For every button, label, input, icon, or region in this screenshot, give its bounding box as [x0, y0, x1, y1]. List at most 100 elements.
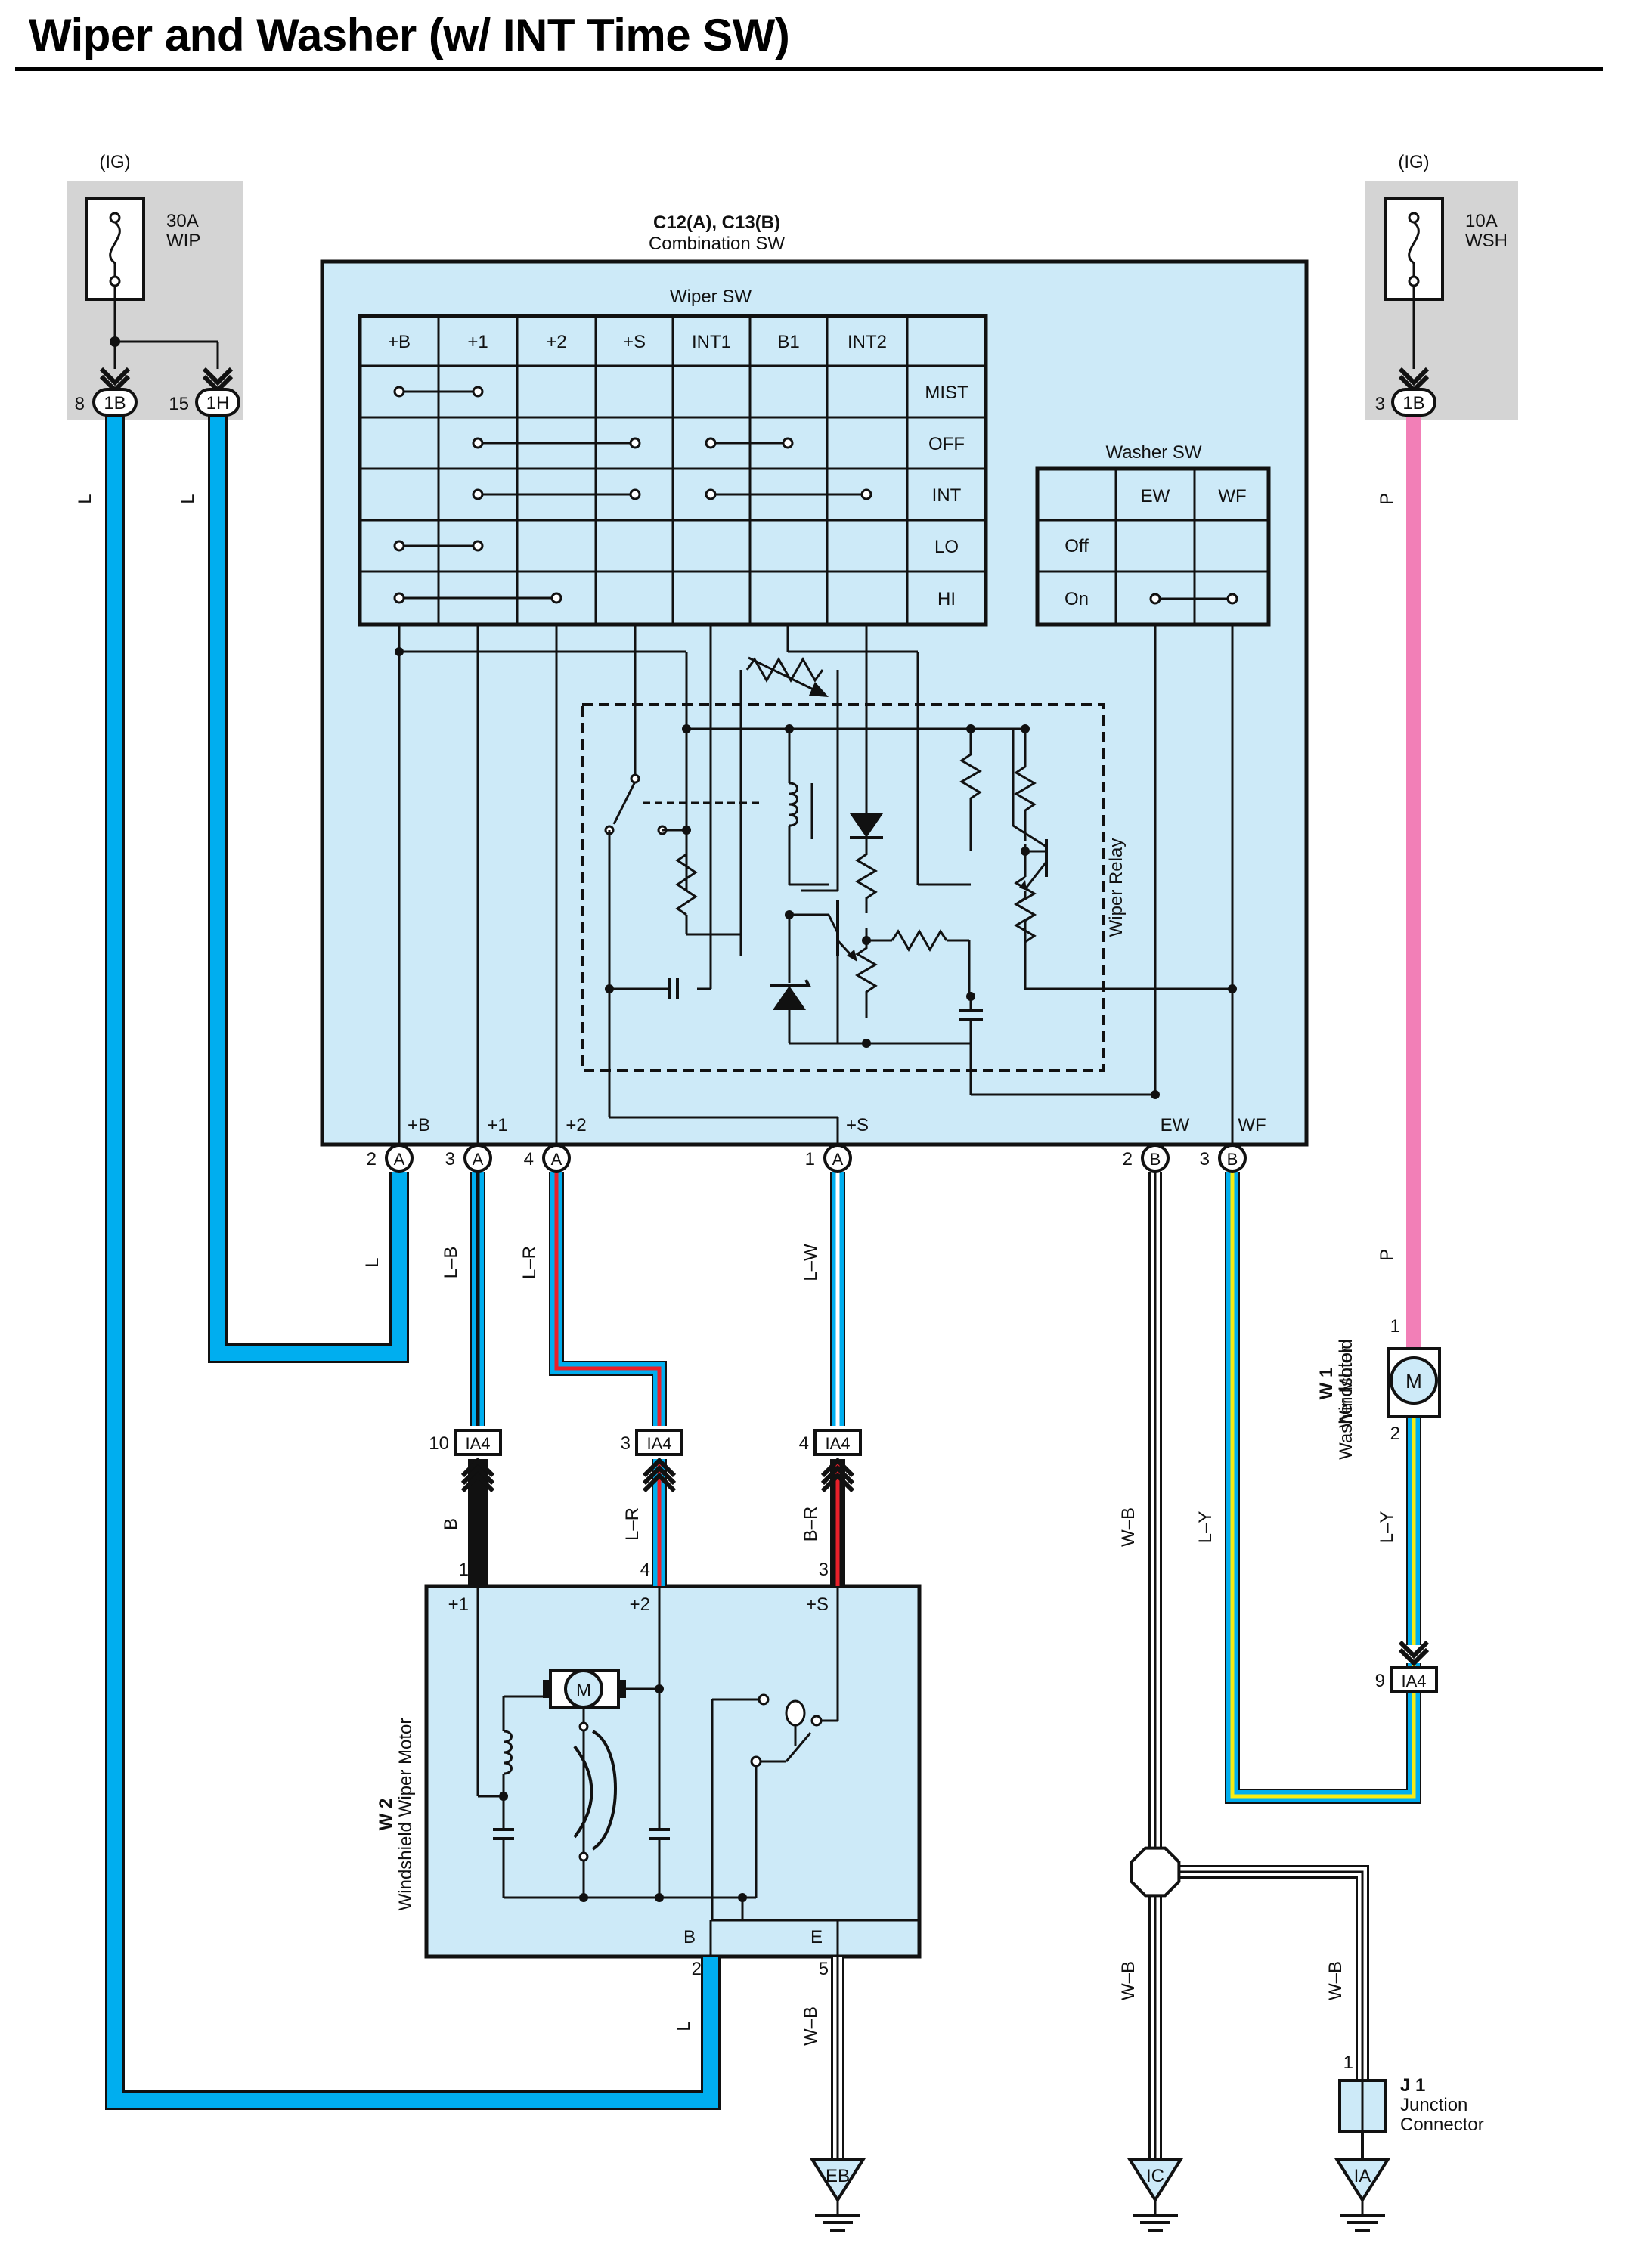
washer-sw-col-header: WF [1218, 486, 1246, 507]
terminal-connector-label: A [551, 1150, 562, 1169]
switch-contact [860, 488, 872, 500]
ia4-connector-label: IA4 [825, 1434, 850, 1453]
fuse-right-source: (IG) [1398, 152, 1429, 172]
junction-dot [605, 984, 614, 993]
junction-dot [682, 724, 691, 733]
ia4-connector [814, 1429, 862, 1456]
switch-contact [393, 386, 405, 398]
wire-LY [1226, 1172, 1420, 1802]
terminal-label: +S [846, 1115, 869, 1136]
pin-number: 8 [75, 394, 85, 414]
pin-number: 2 [1390, 1424, 1400, 1444]
washer-sw-row-label: On [1065, 589, 1089, 609]
terminal-connector [1141, 1144, 1170, 1173]
variable-resistor-arrowhead [809, 682, 829, 697]
pin-number: 1 [1390, 1316, 1400, 1337]
washer-motor-icon [1390, 1356, 1438, 1405]
fuse-left-connector-1-label: 1B [104, 393, 126, 414]
page-title: Wiper and Washer (w/ INT Time SW) [29, 10, 790, 60]
wire-layer [105, 416, 1421, 2159]
switch-contact [1149, 593, 1161, 605]
pin-number: 9 [1375, 1671, 1385, 1691]
terminal-connector [542, 1144, 571, 1173]
wire-label: W–B [1118, 1507, 1139, 1547]
wire-LR [550, 1172, 665, 1426]
terminal-label: +B [408, 1115, 430, 1136]
wire-L-1H [210, 416, 407, 1361]
connector-chevron [820, 1472, 855, 1493]
pin-number: 2 [1123, 1149, 1133, 1170]
wiper-motor-box [424, 1584, 922, 1959]
wire-label: L [75, 494, 95, 503]
wiper-sw-row-label: HI [937, 589, 956, 609]
wiper-sw-col-header: +B [388, 332, 411, 352]
wire-label: L–R [519, 1246, 540, 1279]
wire-label: L [178, 494, 198, 503]
connector-chevron [460, 1464, 495, 1486]
junction-dot [395, 647, 404, 656]
combination-sw-box [320, 259, 1309, 1147]
relay-coil-icon [789, 782, 798, 827]
fuse-right-rating: 10A [1465, 211, 1498, 231]
pin-number: 5 [819, 1959, 829, 1979]
wire-label: P [1377, 1249, 1397, 1261]
ground-eb-icon [809, 2158, 866, 2203]
wire-LR-stripe [554, 1172, 662, 1426]
wiper-sw-col-header: +1 [467, 332, 488, 352]
junction-name: Connector [1400, 2115, 1484, 2135]
wire-label: L–Y [1195, 1511, 1216, 1544]
wire-label: W–B [1118, 1961, 1139, 2000]
wiper-sw-row-label: INT [932, 485, 962, 506]
resistor-icon [675, 853, 698, 916]
ia4-connector [635, 1429, 683, 1456]
ground-ia-icon [1334, 2158, 1391, 2203]
switch-contact [1408, 275, 1420, 287]
fuse-left-rating: 30A [166, 211, 199, 231]
pin-number: 3 [1375, 394, 1385, 414]
switch-contact [472, 437, 484, 449]
washer-sw-row-label: Off [1065, 536, 1089, 556]
wire-label: L–W [801, 1244, 821, 1281]
ia4-connector [454, 1429, 502, 1456]
connector-chevron [820, 1457, 855, 1478]
wiper-sw-col-header: INT1 [692, 332, 731, 352]
pin-number: 2 [692, 1959, 702, 1979]
junction-dot [579, 1893, 588, 1902]
wiper-sw-col-header: B1 [777, 332, 799, 352]
terminal-label: EW [1161, 1115, 1190, 1136]
wire-label: P [1377, 493, 1397, 505]
terminal-connector-label: A [832, 1150, 844, 1169]
connector-chevron [460, 1472, 495, 1493]
motor-brush [618, 1680, 626, 1698]
wire-label: B–R [801, 1507, 821, 1542]
pin-number: 1 [805, 1149, 815, 1170]
terminal-connector [385, 1144, 414, 1173]
ia4-connector-label: IA4 [465, 1434, 490, 1453]
junction-dot [862, 1039, 871, 1048]
transistor-arrow [847, 950, 857, 962]
fuse-right-fuse-icon [1408, 221, 1420, 277]
switch-contact [1408, 212, 1420, 224]
component-backgrounds [67, 181, 1518, 1959]
pin-number: 3 [1200, 1149, 1210, 1170]
transistor-icon [1024, 861, 1048, 890]
switch-contact [578, 1721, 589, 1732]
wire-WB-j1-stripe [1155, 1870, 1364, 2081]
wiper-motor-terminal-label: B [683, 1927, 696, 1947]
terminal-connector-label: B [1150, 1150, 1161, 1169]
breaker-icon [591, 1730, 617, 1851]
switch-contact [705, 488, 717, 500]
terminal-connector-label: A [473, 1150, 484, 1169]
ground-eb-label: EB [826, 2166, 850, 2186]
terminal-connector [463, 1144, 492, 1173]
terminal-connector [1218, 1144, 1247, 1173]
connector-chevron [642, 1457, 677, 1478]
resistor-icon [855, 940, 878, 1018]
junction-dot [1228, 984, 1237, 993]
combination-sw-name: Combination SW [649, 234, 785, 254]
breaker-icon [573, 1745, 593, 1839]
splice-point [1130, 1846, 1181, 1898]
fuse-right-rating: WSH [1465, 231, 1508, 251]
connector-chevron [1398, 1647, 1430, 1667]
